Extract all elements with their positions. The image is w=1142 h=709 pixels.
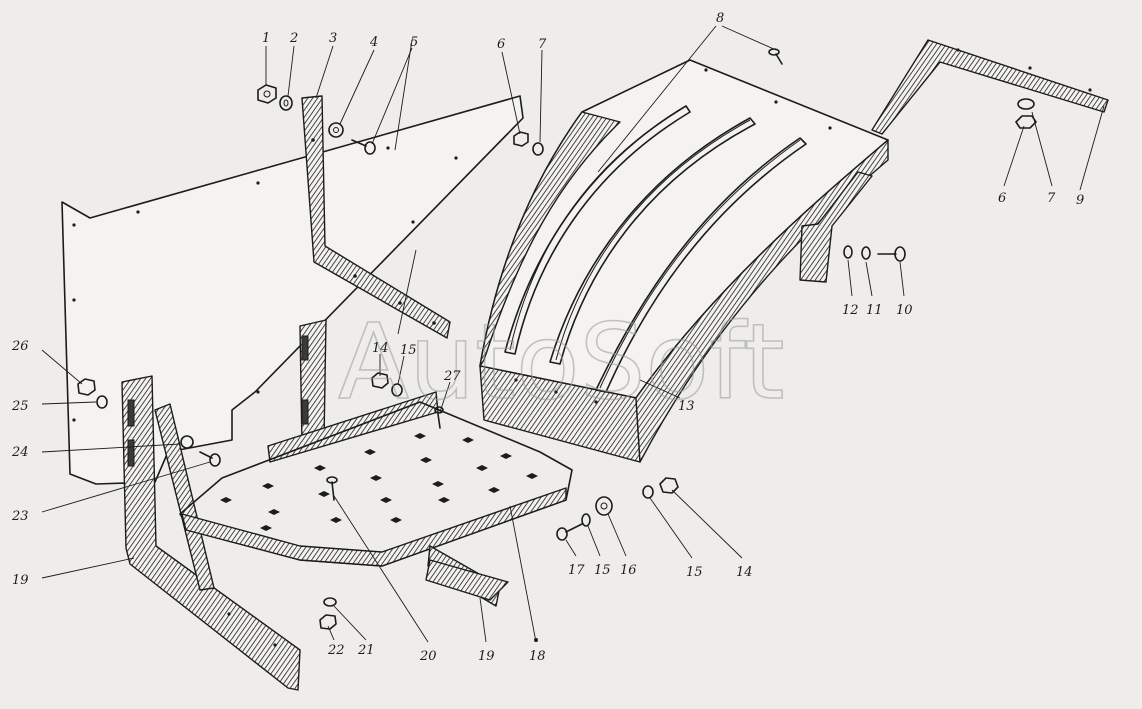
callout-label: 3 [329, 31, 337, 46]
washer-24 [180, 435, 194, 449]
washer-15-mid [391, 383, 403, 397]
bolt-20 [326, 476, 338, 501]
washer-4 [328, 122, 344, 138]
callout-label: 19 [12, 573, 29, 588]
callout-label: 16 [620, 563, 637, 578]
lock-washer-11 [861, 246, 871, 260]
callout-label: 15 [594, 563, 611, 578]
callout-label: 17 [568, 563, 585, 578]
callout-label: 20 [419, 649, 437, 664]
washer-21 [323, 597, 337, 607]
watermark-text: AutoSoft [338, 301, 785, 423]
callout-label: 7 [538, 37, 547, 52]
bracket-3 [301, 95, 451, 339]
callout-label: 11 [866, 303, 883, 318]
nut-14-mid [371, 372, 389, 389]
callout-label: 1 [262, 31, 270, 46]
callout-label: 21 [357, 643, 375, 658]
callout-label: 14 [736, 565, 753, 580]
callout-label: 6 [998, 191, 1006, 206]
nut-22 [319, 614, 337, 630]
fender-13 [479, 59, 889, 463]
callout-label: 27 [443, 369, 461, 384]
bolt-23 [199, 451, 221, 467]
spacer-16 [595, 496, 613, 516]
callout-label: 24 [11, 445, 29, 460]
callout-label: 22 [327, 643, 345, 658]
washer-12 [843, 245, 853, 259]
callout-label: 7 [1047, 191, 1056, 206]
washer-7-right [1017, 98, 1035, 110]
callout-label: 8 [716, 11, 724, 26]
callout-label: 18 [529, 649, 546, 664]
callout-label: 23 [11, 509, 29, 524]
callout-label: 15 [400, 343, 417, 358]
bolt-8 [768, 48, 783, 65]
bolt-5 [351, 139, 376, 155]
lock-washer-25 [96, 395, 108, 409]
callout-label: 10 [896, 303, 913, 318]
nut-1 [257, 84, 277, 104]
lock-washer-2 [279, 95, 293, 111]
callout-label: 4 [369, 35, 378, 50]
bolt-27 [434, 406, 444, 429]
nut-26 [77, 378, 96, 396]
step-plate-18 [179, 401, 573, 607]
nut-6-top [513, 131, 529, 147]
bolt-10 [877, 246, 906, 262]
callout-label: 2 [289, 31, 298, 46]
callout-label: 9 [1076, 193, 1084, 208]
leader-lines [41, 25, 1105, 643]
callout-label: 26 [11, 339, 29, 354]
washer-15-right [642, 485, 654, 499]
side-shield-panel [61, 95, 524, 485]
callout-label: 19 [478, 649, 495, 664]
step-bracket-19-left [121, 375, 301, 691]
step-bracket-19-right [425, 559, 509, 601]
bolt-17 [556, 523, 583, 541]
fasteners [77, 48, 1037, 642]
step-plate-perforations [220, 433, 538, 531]
bracket-9 [799, 39, 1109, 283]
callout-label: 25 [11, 399, 29, 414]
callout-label: 14 [372, 341, 389, 356]
washer-7-top [532, 142, 544, 156]
callout-label: 13 [678, 399, 695, 414]
callout-label: 15 [686, 565, 703, 580]
callout-label: 5 [410, 35, 418, 50]
nut-14-right [659, 477, 679, 494]
callout-label: 6 [497, 37, 505, 52]
nut-6-right [1015, 115, 1037, 129]
callout-labels: 1 2 3 4 5 6 7 8 6 7 9 12 11 10 13 26 25 … [11, 11, 1084, 664]
callout-label: 12 [842, 303, 859, 318]
washer-15-low [581, 513, 591, 527]
